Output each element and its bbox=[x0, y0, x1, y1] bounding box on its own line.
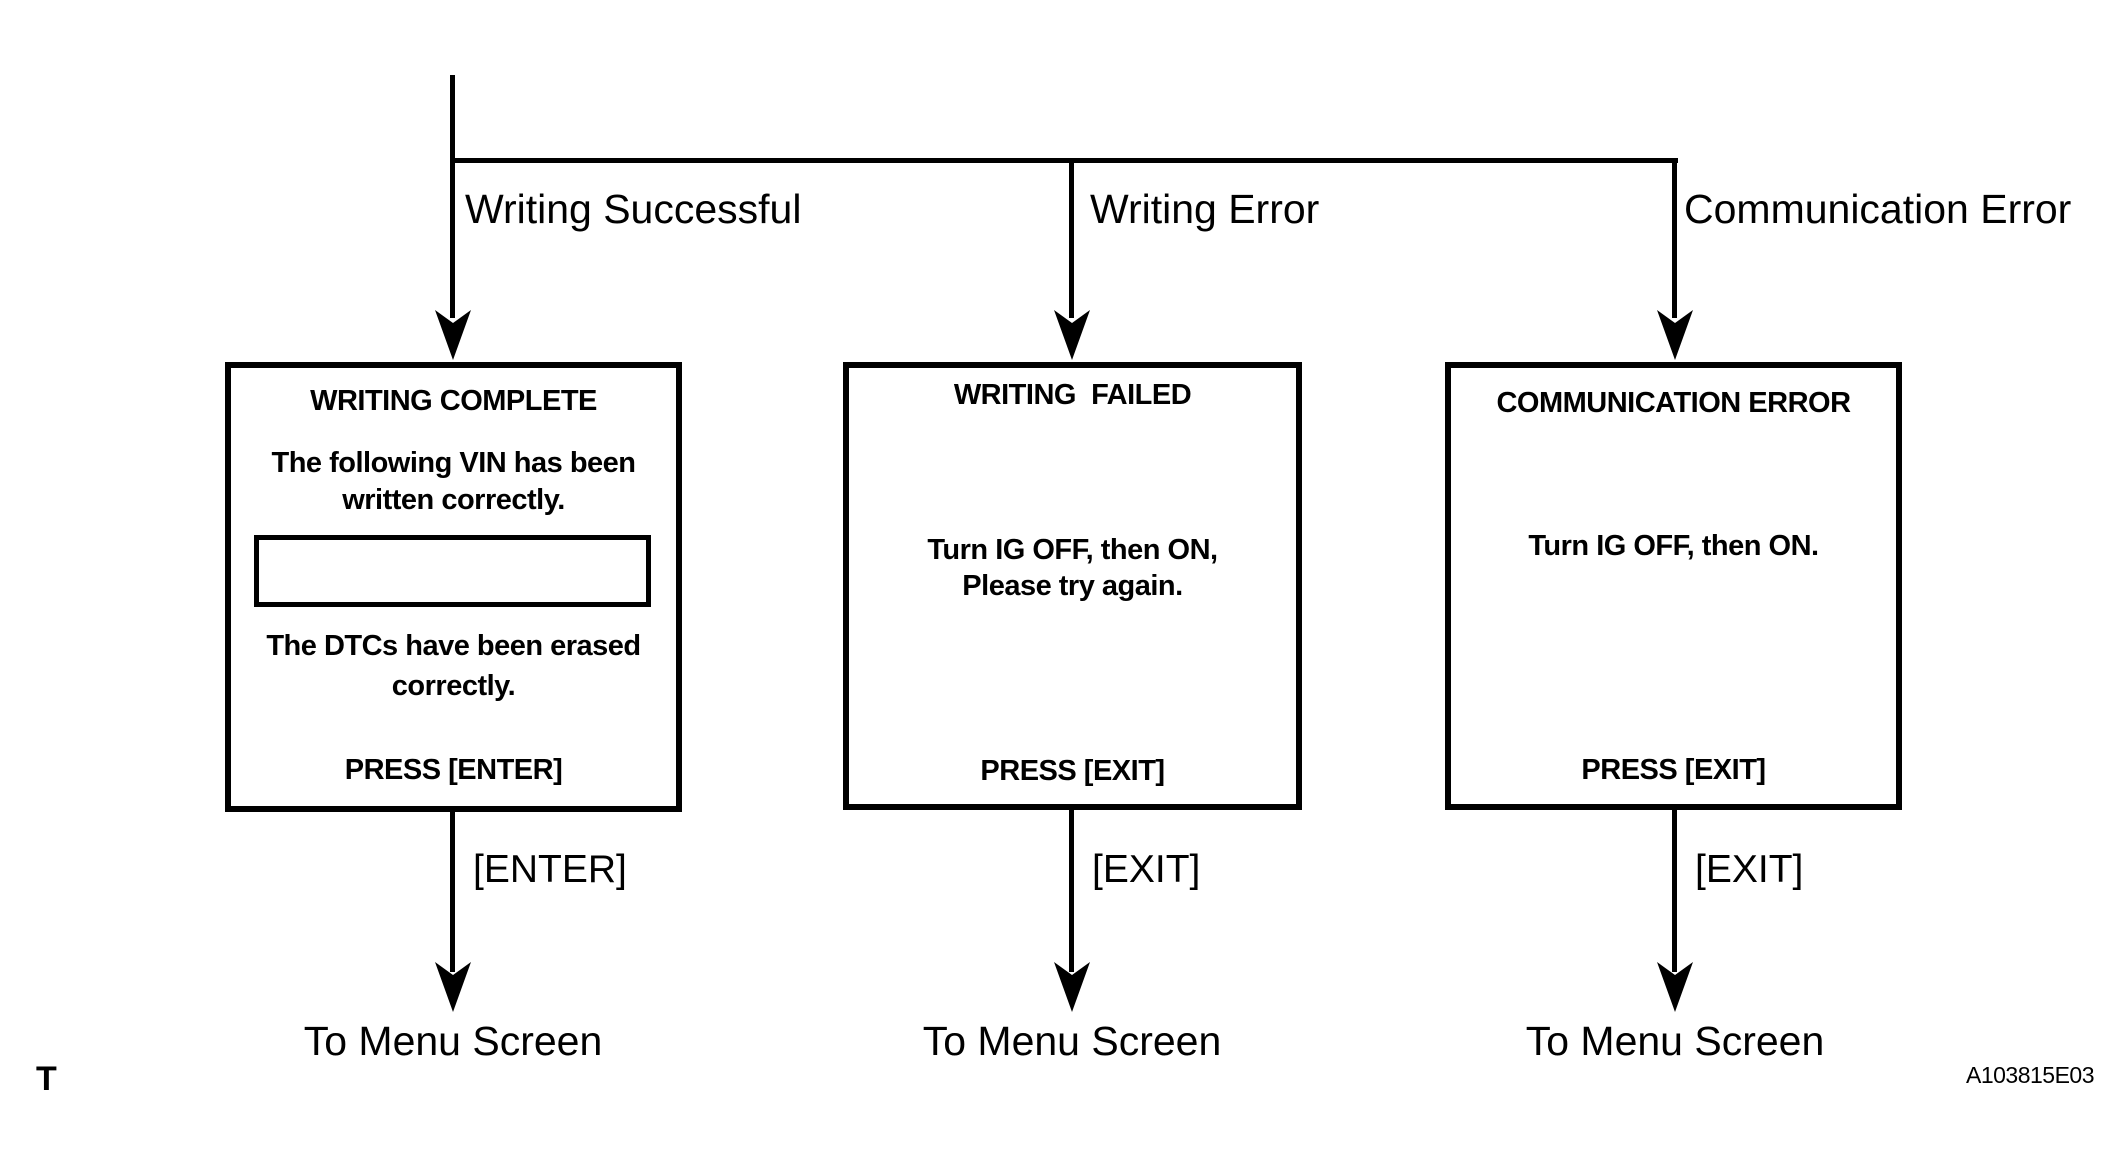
screen-message-line: correctly. bbox=[391, 670, 516, 702]
screen-title: WRITING FAILED bbox=[953, 379, 1192, 411]
screen-box-writing-complete: WRITING COMPLETE The following VIN has b… bbox=[225, 362, 682, 812]
screen-message-line: written correctly. bbox=[342, 484, 565, 516]
screen-press-instruction: PRESS [ENTER] bbox=[344, 754, 563, 786]
key-label-exit-2: [EXIT] bbox=[1695, 848, 1804, 891]
branch-label-writing-error: Writing Error bbox=[1090, 186, 1320, 232]
arrowhead-writing-successful bbox=[435, 310, 471, 360]
connector-branch-bar bbox=[450, 158, 1678, 163]
screen-box-writing-failed: WRITING FAILED Turn IG OFF, then ON, Ple… bbox=[843, 362, 1302, 810]
connector-stem bbox=[450, 75, 455, 163]
screen-title: COMMUNICATION ERROR bbox=[1496, 387, 1851, 419]
branch-label-writing-successful: Writing Successful bbox=[465, 186, 802, 232]
key-label-exit-1: [EXIT] bbox=[1092, 848, 1201, 891]
connector-drop-writing-successful bbox=[450, 158, 455, 318]
arrowhead-to-menu-1 bbox=[435, 962, 471, 1012]
connector-drop-communication-error bbox=[1672, 158, 1677, 318]
connector-exit-communication-error bbox=[1672, 808, 1677, 972]
destination-label-3: To Menu Screen bbox=[1525, 1018, 1825, 1064]
screen-message-line: The following VIN has been bbox=[271, 447, 636, 479]
connector-exit-writing-complete bbox=[450, 810, 455, 972]
screen-press-instruction: PRESS [EXIT] bbox=[980, 755, 1165, 787]
destination-label-2: To Menu Screen bbox=[922, 1018, 1222, 1064]
screen-box-communication-error: COMMUNICATION ERROR Turn IG OFF, then ON… bbox=[1445, 362, 1902, 810]
screen-message-line: Turn IG OFF, then ON. bbox=[1528, 530, 1819, 562]
connector-exit-writing-failed bbox=[1069, 808, 1074, 972]
screen-press-instruction: PRESS [EXIT] bbox=[1581, 754, 1766, 786]
arrowhead-communication-error bbox=[1657, 310, 1693, 360]
branch-label-communication-error: Communication Error bbox=[1684, 186, 2072, 232]
connector-drop-writing-error bbox=[1069, 158, 1074, 318]
screen-message-line: The DTCs have been erased bbox=[266, 630, 641, 662]
screen-message-line: Turn IG OFF, then ON, bbox=[927, 534, 1218, 566]
key-label-enter: [ENTER] bbox=[473, 848, 627, 891]
screen-title: WRITING COMPLETE bbox=[310, 385, 597, 417]
figure-code: A103815E03 bbox=[1966, 1062, 2095, 1088]
page-marker: T bbox=[36, 1060, 57, 1098]
destination-label-1: To Menu Screen bbox=[303, 1018, 603, 1064]
arrowhead-to-menu-2 bbox=[1054, 962, 1090, 1012]
vin-value-field bbox=[254, 535, 651, 607]
arrowhead-to-menu-3 bbox=[1657, 962, 1693, 1012]
screen-message-line: Please try again. bbox=[962, 570, 1183, 602]
arrowhead-writing-error bbox=[1054, 310, 1090, 360]
